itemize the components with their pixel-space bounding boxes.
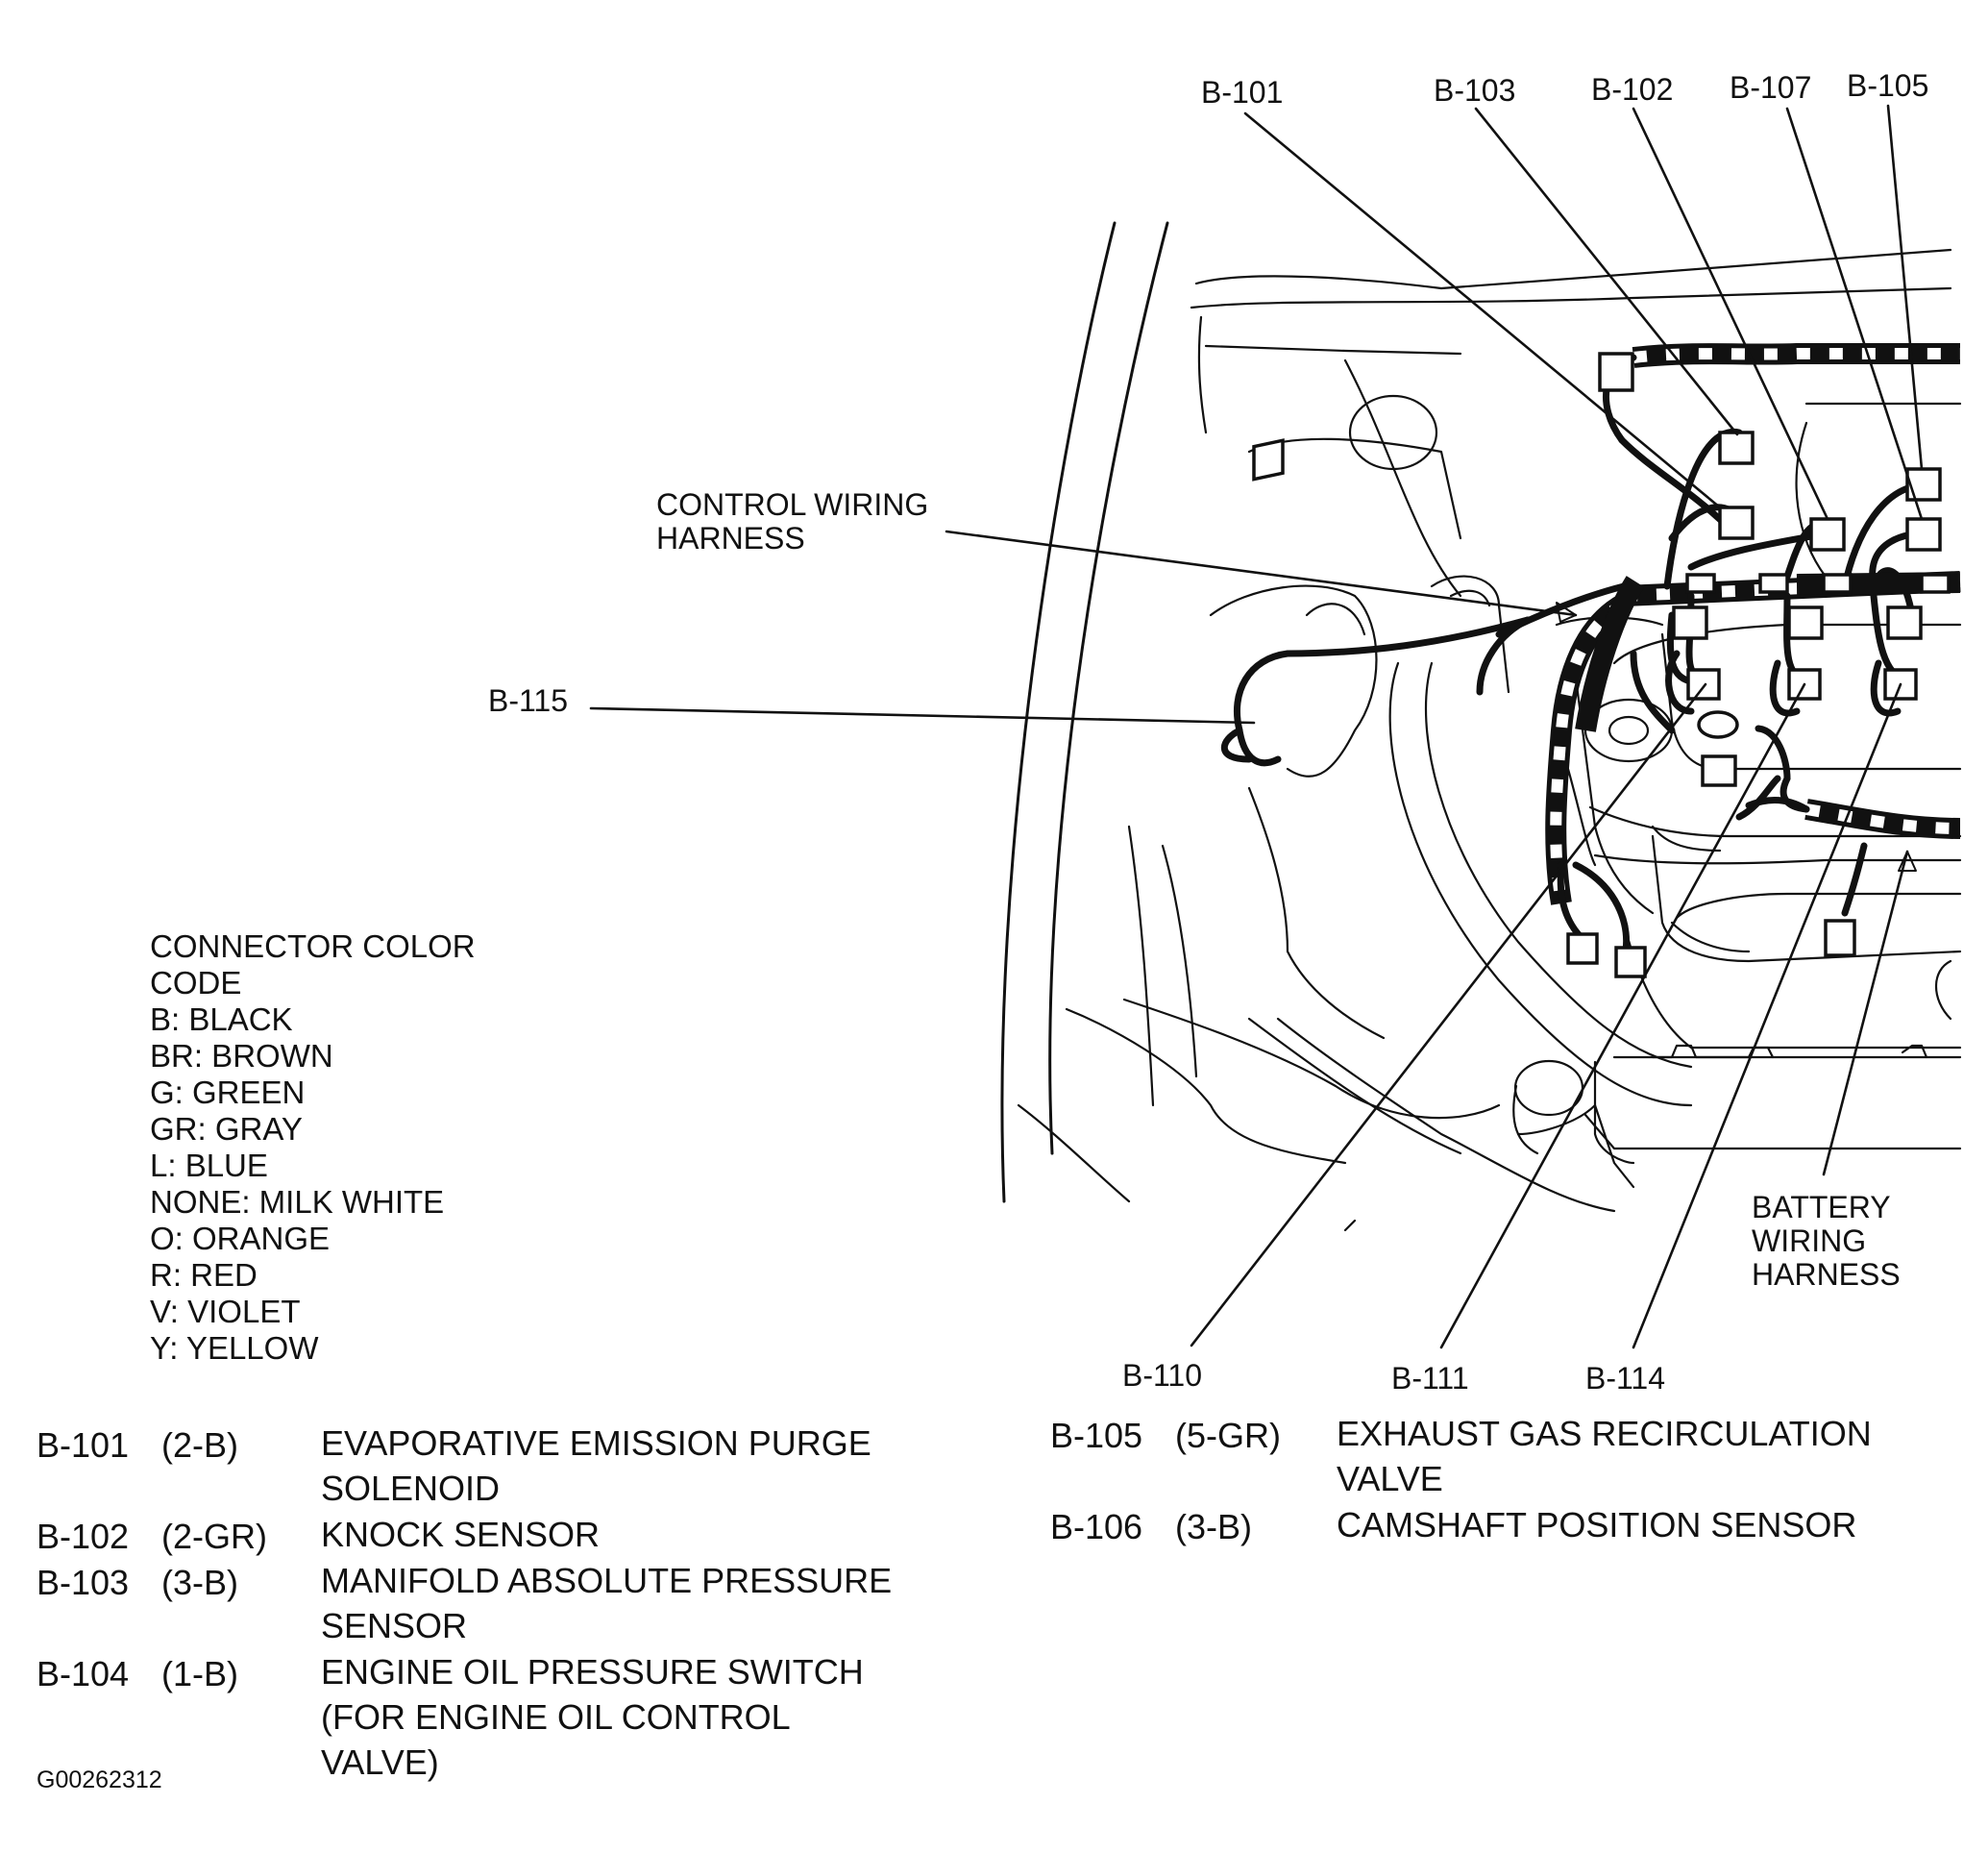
callout-b111: B-111 <box>1391 1361 1469 1396</box>
callout-b105: B-105 <box>1847 68 1928 103</box>
callout-b115: B-115 <box>488 683 568 718</box>
figure-id: G00262312 <box>37 1767 162 1793</box>
color-code-entry: R: RED <box>150 1257 258 1293</box>
battery-harness-line-1: BATTERY <box>1752 1190 1891 1224</box>
connector-b110 <box>1686 668 1721 701</box>
connector-color-code: CONNECTOR COLOR CODE B: BLACK BR: BROWN … <box>150 928 476 1367</box>
callout-b102: B-102 <box>1591 72 1673 107</box>
color-code-entry: O: ORANGE <box>150 1221 331 1256</box>
battery-harness-line-2: WIRING <box>1752 1223 1866 1258</box>
harness-clip-1 <box>1685 573 1716 594</box>
control-wiring-harness <box>1545 343 1961 905</box>
legend-code: (3-B) <box>161 1563 238 1602</box>
control-harness-line-2: HARNESS <box>656 521 805 556</box>
color-code-title-1: CONNECTOR COLOR <box>150 928 476 964</box>
connector-lower-2 <box>1614 946 1647 978</box>
legend-id: B-106 <box>1050 1507 1143 1546</box>
legend-code: (5-GR) <box>1175 1416 1281 1455</box>
legend-id: B-104 <box>37 1654 130 1693</box>
callout-labels: B-101 B-103 B-102 B-107 B-105 B-115 B-11… <box>488 68 1928 1396</box>
battery-harness-line-3: HARNESS <box>1752 1257 1901 1292</box>
callout-b110: B-110 <box>1122 1358 1202 1393</box>
connector-lower-1 <box>1566 932 1599 965</box>
harness-clip-4 <box>1920 573 1951 594</box>
connector-b103 <box>1718 431 1755 465</box>
color-code-title-2: CODE <box>150 965 242 1001</box>
legend-code: (3-B) <box>1175 1507 1252 1546</box>
harness-clip-2 <box>1758 573 1789 594</box>
legend-desc: KNOCK SENSOR <box>321 1515 601 1554</box>
color-code-entry: NONE: MILK WHITE <box>150 1184 445 1220</box>
legend-desc: CAMSHAFT POSITION SENSOR <box>1337 1505 1857 1544</box>
legend-id: B-105 <box>1050 1416 1143 1455</box>
legend-desc: MANIFOLD ABSOLUTE PRESSURE SENSOR <box>321 1561 893 1645</box>
legend-desc: EVAPORATIVE EMISSION PURGE SOLENOID <box>321 1423 871 1508</box>
control-harness-line-1: CONTROL WIRING <box>656 487 928 522</box>
connector-b107 <box>1905 517 1942 552</box>
legend-left: B-101 (2-B) EVAPORATIVE EMISSION PURGE S… <box>37 1423 997 1791</box>
legend-desc: ENGINE OIL PRESSURE SWITCH (FOR ENGINE O… <box>321 1652 864 1782</box>
connector-b105 <box>1905 467 1942 502</box>
harness-clip-3 <box>1822 573 1853 594</box>
color-code-entry: G: GREEN <box>150 1075 306 1110</box>
color-code-entry: Y: YELLOW <box>150 1330 319 1366</box>
engine-compartment-outline <box>1000 221 1962 1232</box>
connector-mid-1 <box>1672 605 1708 640</box>
legend-code: (2-B) <box>161 1425 238 1465</box>
legend-right: B-105 (5-GR) EXHAUST GAS RECIRCULATION V… <box>1050 1414 1963 1589</box>
legend-id: B-102 <box>37 1517 130 1556</box>
connectors <box>1220 352 1951 978</box>
connector-mid-2 <box>1787 605 1824 640</box>
legend-desc: EXHAUST GAS RECIRCULATION VALVE <box>1337 1414 1872 1498</box>
connector-b102 <box>1809 517 1846 552</box>
connector-small <box>1701 754 1737 787</box>
legend-code: (1-B) <box>161 1654 238 1693</box>
callout-b101: B-101 <box>1201 75 1283 110</box>
callout-b107: B-107 <box>1730 70 1811 105</box>
color-code-entry: V: VIOLET <box>150 1294 301 1329</box>
leader-lines <box>589 104 1924 1349</box>
color-code-entry: GR: GRAY <box>150 1111 303 1147</box>
legend-id: B-103 <box>37 1563 130 1602</box>
color-code-entry: BR: BROWN <box>150 1038 333 1074</box>
connector-top <box>1598 352 1634 392</box>
connector-b101 <box>1718 506 1755 540</box>
callout-b103: B-103 <box>1434 73 1515 108</box>
callout-b114: B-114 <box>1585 1361 1665 1396</box>
connector-b115 <box>1220 438 1285 763</box>
color-code-entry: L: BLUE <box>150 1148 268 1183</box>
legend-code: (2-GR) <box>161 1517 267 1556</box>
connector-round <box>1697 710 1739 739</box>
legend-id: B-101 <box>37 1425 130 1465</box>
color-code-entry: B: BLACK <box>150 1001 293 1037</box>
connector-mid-3 <box>1886 605 1923 640</box>
connector-battery <box>1824 919 1856 957</box>
